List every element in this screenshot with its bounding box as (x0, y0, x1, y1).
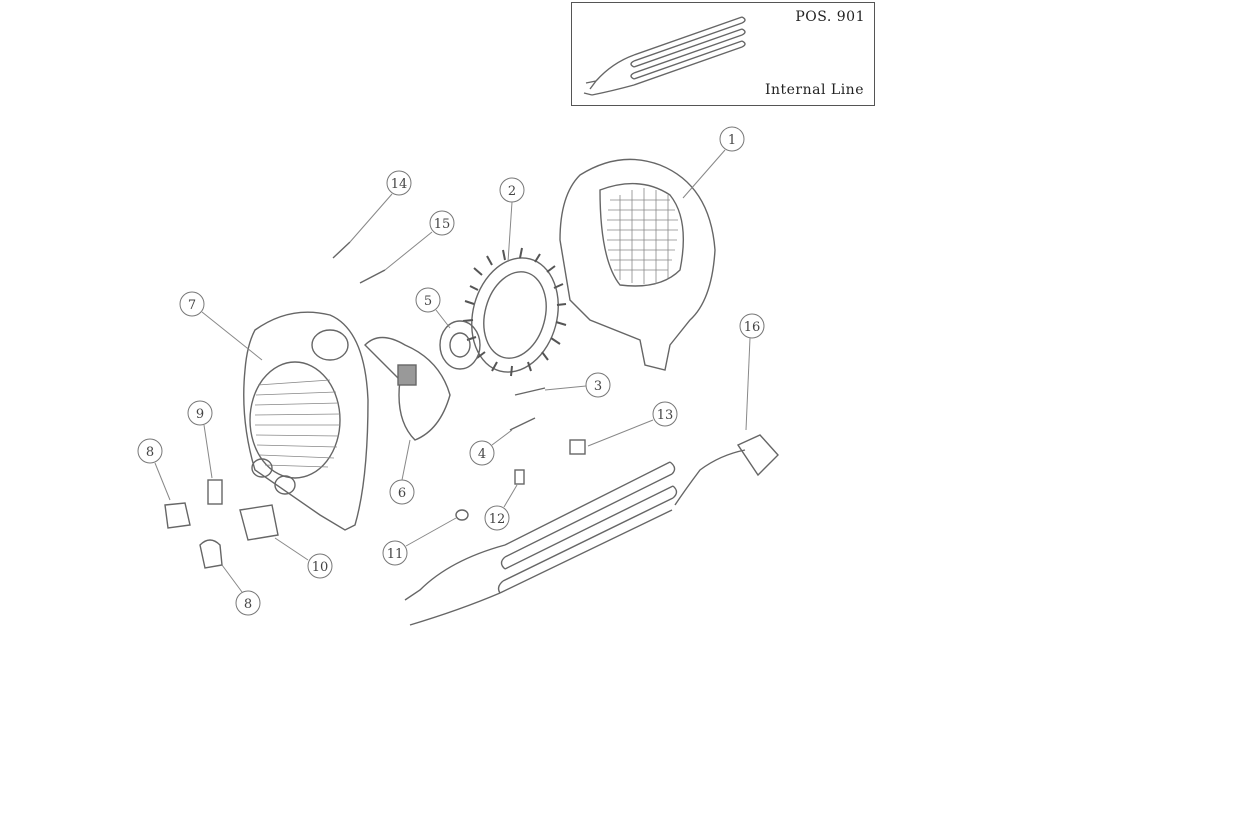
part-fan-blade (364, 336, 451, 441)
part-knob-upper (164, 502, 191, 529)
inset-panel: POS. 901 Internal Line (571, 2, 875, 106)
callout-labels: 1 2 3 4 5 6 7 8 9 10 11 12 13 14 15 16 8 (137, 126, 765, 616)
callout-10: 10 (274, 537, 333, 579)
svg-text:15: 15 (434, 217, 451, 232)
part-screw-3 (514, 387, 546, 396)
svg-text:1: 1 (728, 133, 736, 148)
callout-9: 9 (187, 400, 213, 479)
inset-position-code: POS. 901 (795, 9, 865, 25)
part-rear-housing (559, 158, 716, 371)
part-clip-15 (359, 269, 386, 284)
callout-3: 3 (544, 372, 611, 398)
svg-text:5: 5 (424, 294, 432, 309)
svg-text:8: 8 (146, 445, 154, 460)
inset-heating-element-drawing (583, 16, 746, 96)
callout-13: 13 (587, 401, 678, 447)
part-clip-12 (514, 469, 525, 485)
callout-2: 2 (499, 177, 525, 263)
svg-text:2: 2 (508, 184, 516, 199)
callout-8-upper: 8 (137, 438, 171, 501)
svg-text:10: 10 (312, 560, 329, 575)
inset-caption: Internal Line (764, 82, 864, 98)
part-motor (439, 320, 481, 370)
svg-text:7: 7 (188, 298, 196, 313)
callout-5: 5 (415, 287, 451, 329)
callout-7: 7 (179, 291, 263, 361)
callout-8-lower: 8 (221, 564, 261, 616)
callout-4: 4 (469, 429, 513, 466)
svg-text:9: 9 (196, 407, 204, 422)
callout-11: 11 (382, 517, 457, 566)
callout-1: 1 (682, 126, 745, 199)
svg-text:6: 6 (398, 486, 406, 501)
part-screw-4 (509, 417, 536, 431)
svg-text:11: 11 (387, 547, 404, 562)
callout-14: 14 (349, 170, 412, 243)
part-heating-element (404, 461, 678, 626)
callout-6: 6 (389, 439, 415, 505)
callout-15: 15 (384, 210, 455, 271)
svg-text:14: 14 (391, 177, 408, 192)
part-front-housing (243, 311, 369, 531)
part-switch-block (239, 504, 279, 541)
svg-text:3: 3 (594, 379, 602, 394)
svg-text:8: 8 (244, 597, 252, 612)
part-screw-11 (455, 509, 469, 521)
part-thermostat (207, 479, 223, 505)
part-screw-14 (332, 241, 351, 259)
callout-16: 16 (739, 313, 765, 431)
svg-text:16: 16 (744, 320, 761, 335)
part-knob-lower (199, 539, 223, 569)
svg-text:13: 13 (657, 408, 674, 423)
part-switch-13 (569, 439, 586, 455)
svg-text:12: 12 (489, 512, 506, 527)
callout-12: 12 (484, 484, 518, 531)
part-grille-ring (462, 247, 567, 377)
svg-text:4: 4 (478, 447, 486, 462)
part-plug-cord (674, 434, 779, 506)
